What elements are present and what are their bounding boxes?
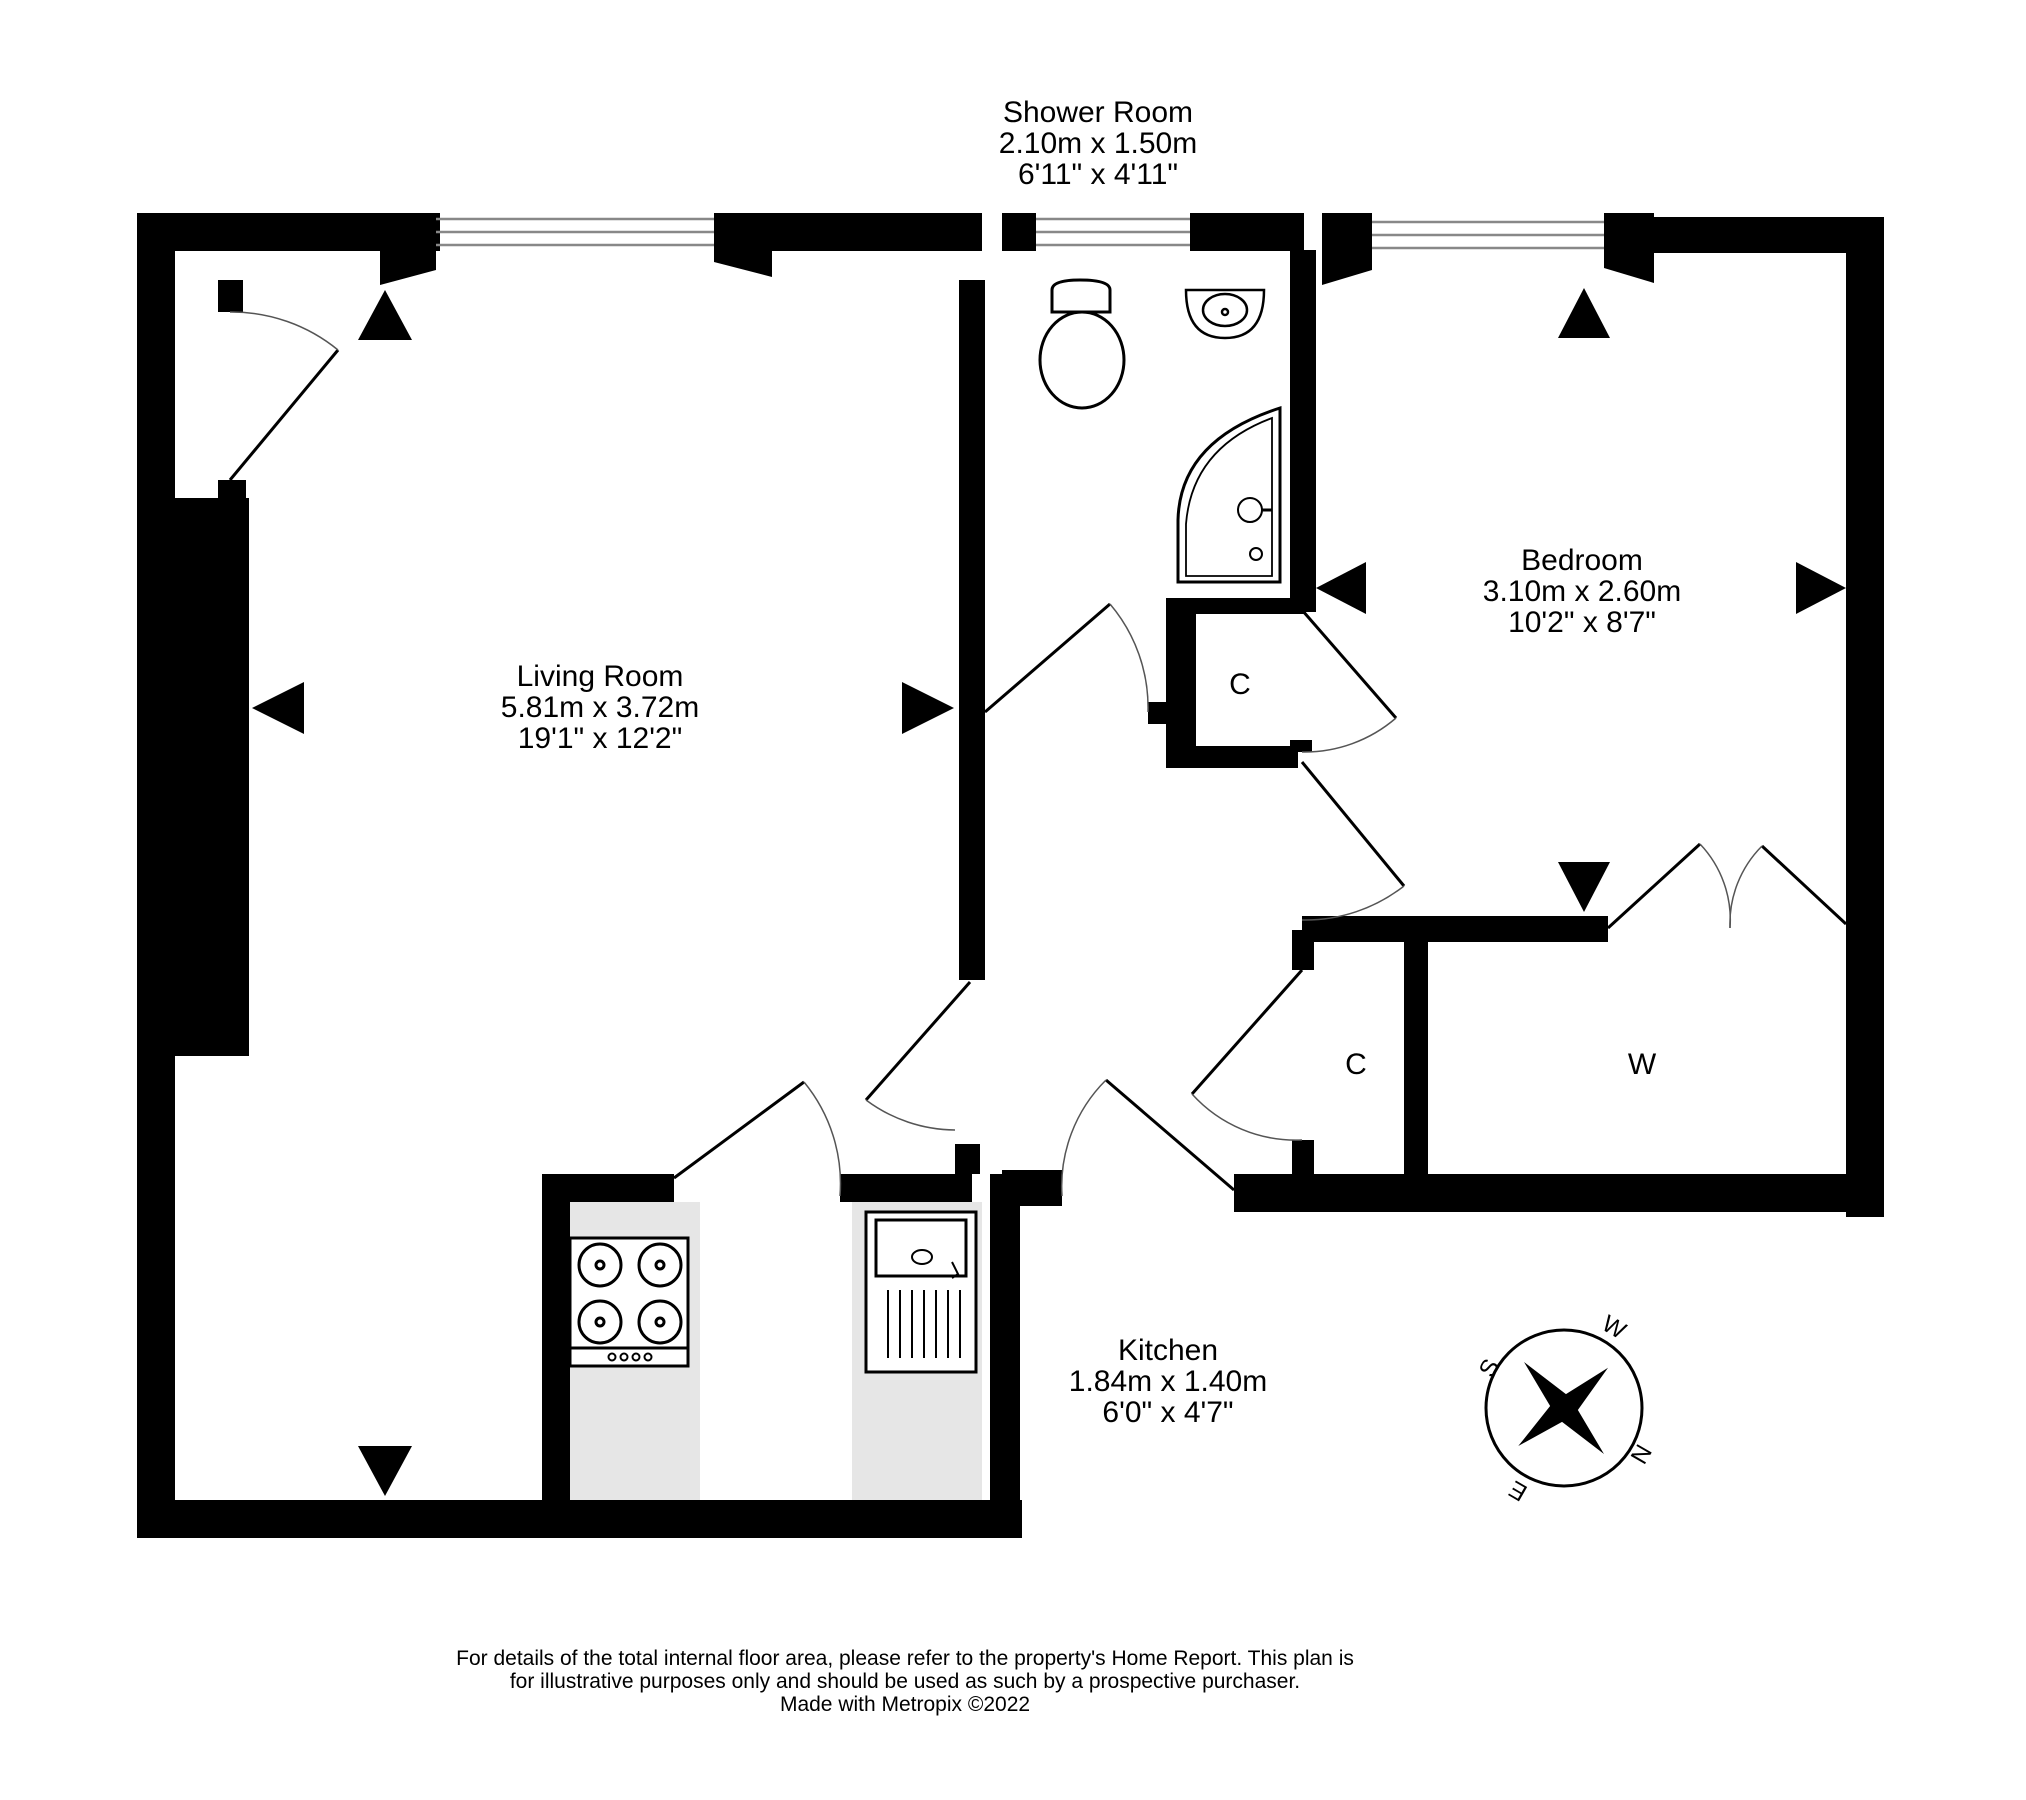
- arrow-left-icon: [252, 682, 304, 734]
- disclaimer-line-3: Made with Metropix ©2022: [779, 1693, 1031, 1716]
- disclaimer: For details of the total internal floor …: [0, 1647, 1810, 1716]
- disclaimer-line-2: for illustrative purposes only and shoul…: [509, 1670, 1301, 1693]
- shower-room-name: Shower Room: [1003, 96, 1193, 129]
- bedroom-door-leaf: [1300, 761, 1406, 887]
- front-door-leaf: [1105, 1078, 1235, 1192]
- living-room-metric: 5.81m x 3.72m: [501, 691, 699, 724]
- compass-letter-e: E: [1505, 1475, 1532, 1506]
- cupboard-upper-label: C: [1229, 668, 1251, 701]
- shower-tray-icon: [1176, 405, 1282, 584]
- doors: [228, 311, 1848, 1197]
- kitchen-door-leaf: [673, 1080, 805, 1180]
- wardrobe-door-right-swing: [1729, 845, 1763, 929]
- disclaimer-line-1: For details of the total internal floor …: [456, 1647, 1354, 1670]
- windows: [436, 217, 1604, 250]
- arrow-right-icon: [902, 682, 954, 734]
- room-labels: Shower Room 2.10m x 1.50m 6'11" x 4'11" …: [501, 96, 1681, 1429]
- arrow-up-icon: [1558, 288, 1610, 338]
- kitchen-metric: 1.84m x 1.40m: [1069, 1365, 1267, 1398]
- wardrobe-door-left: [1606, 842, 1702, 930]
- arrow-down-icon: [358, 1446, 412, 1496]
- wardrobe-door-left-swing: [1699, 843, 1732, 929]
- bedroom-door-swing: [1301, 885, 1405, 921]
- kitchen-name: Kitchen: [1118, 1334, 1218, 1367]
- compass-letter-s: S: [1474, 1355, 1505, 1382]
- walls: [137, 213, 1884, 1538]
- living-door-swing: [865, 1099, 956, 1131]
- kitchen-imperial: 6'0" x 4'7": [1102, 1396, 1233, 1429]
- sink-icon: [864, 1210, 978, 1374]
- arrow-right-icon: [1796, 562, 1846, 614]
- arrow-up-icon: [358, 290, 412, 340]
- living-room-name: Living Room: [517, 660, 684, 693]
- kitchen-door-swing: [803, 1081, 842, 1197]
- entrance-door-swing: [229, 311, 339, 351]
- bedroom-imperial: 10'2" x 8'7": [1508, 606, 1656, 639]
- entrance-door-leaf: [228, 349, 340, 481]
- hall-door-leaf: [984, 602, 1111, 714]
- compass-icon: S W N E: [1474, 1310, 1657, 1506]
- cupboard-lower-label: C: [1345, 1048, 1367, 1081]
- lower-cupboard-door-leaf: [1190, 969, 1304, 1095]
- shower-room-imperial: 6'11" x 4'11": [1018, 158, 1178, 191]
- bedroom-name: Bedroom: [1521, 544, 1643, 577]
- compass-letter-n: N: [1624, 1439, 1656, 1468]
- living-door-leaf: [864, 981, 972, 1101]
- arrow-left-icon: [1316, 562, 1366, 614]
- shower-room-metric: 2.10m x 1.50m: [999, 127, 1197, 160]
- view-arrows: [252, 288, 1846, 1496]
- lower-cupboard-door-swing: [1191, 1093, 1303, 1141]
- front-door-swing: [1060, 1079, 1107, 1197]
- cupboard-door-swing: [1301, 717, 1397, 753]
- bedroom-metric: 3.10m x 2.60m: [1483, 575, 1681, 608]
- wardrobe-door-right: [1760, 844, 1848, 926]
- basin-icon: [1184, 288, 1266, 340]
- cupboard-door-leaf: [1300, 609, 1398, 719]
- hall-door-swing: [1109, 603, 1149, 713]
- hob-icon: [568, 1236, 690, 1368]
- arrow-down-icon: [1558, 862, 1610, 912]
- toilet-icon: [1038, 278, 1126, 410]
- wardrobe-label: W: [1628, 1048, 1657, 1081]
- living-room-imperial: 19'1" x 12'2": [518, 722, 683, 755]
